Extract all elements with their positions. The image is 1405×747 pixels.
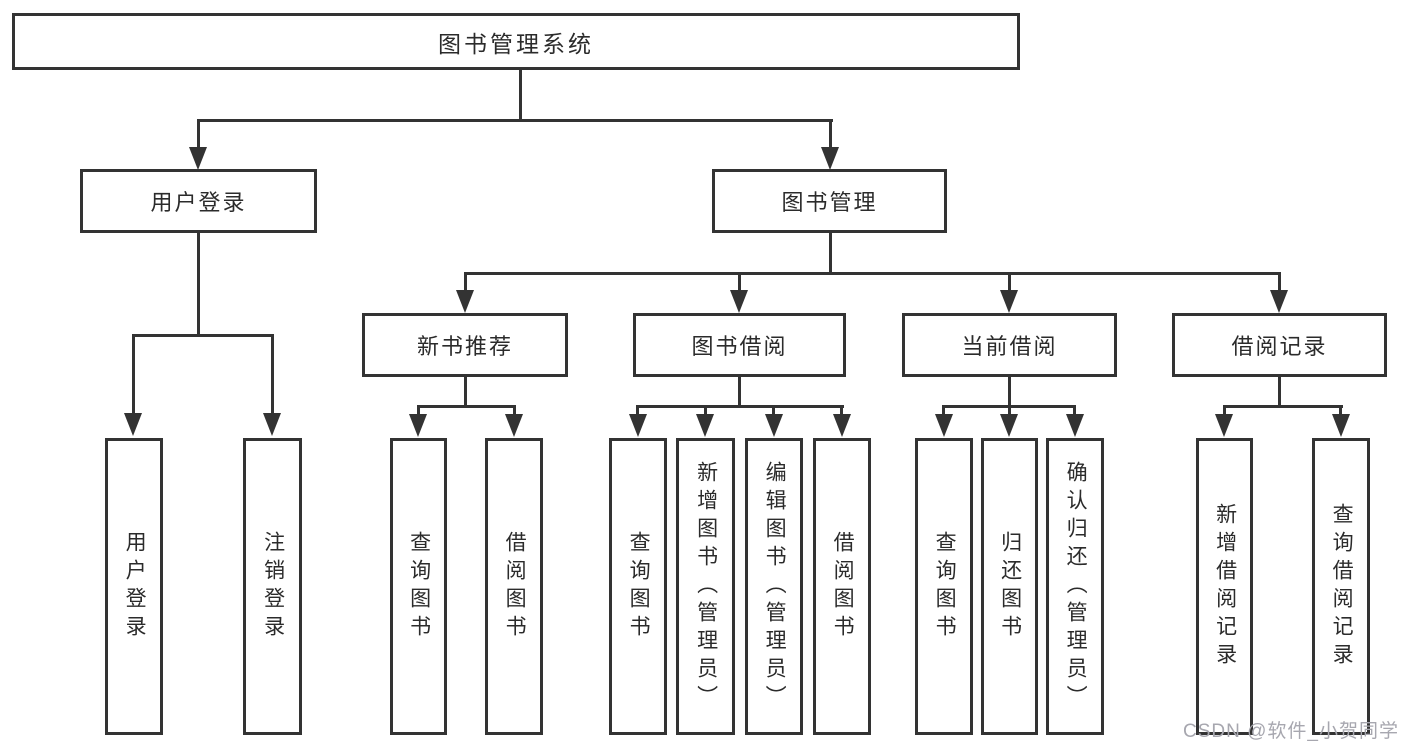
leaf-user-login: 用户登录 [105, 438, 163, 735]
csdn-watermark: CSDN @软件_小贺同学 [1183, 721, 1399, 742]
connector-stem [1278, 377, 1281, 408]
node-label: 查询图书 [407, 530, 431, 643]
arrow-down-icon [1215, 414, 1233, 437]
arrow-down-icon [1332, 414, 1350, 437]
arrow-down-icon [1000, 290, 1018, 313]
node-label: 图书管理 [781, 190, 878, 215]
node-label: 图书借阅 [691, 334, 788, 359]
arrow-down-icon [124, 413, 142, 436]
arrow-down-icon [456, 290, 474, 313]
leaf-return-books: 归还图书 [981, 438, 1038, 735]
leaf-logout: 注销登录 [243, 438, 302, 735]
arrow-down-icon [833, 414, 851, 437]
connector-drop [513, 405, 516, 415]
node-label: 归还图书 [998, 530, 1022, 643]
leaf-query-books-recommend: 查询图书 [390, 438, 447, 735]
arrow-down-icon [730, 290, 748, 313]
connector-drop [132, 334, 135, 414]
node-label: 借阅图书 [831, 530, 855, 643]
connector-drop [1008, 272, 1011, 292]
arrow-down-icon [1270, 290, 1288, 313]
arrow-down-icon [1000, 414, 1018, 437]
connector-book-mgmt-hbar [465, 272, 1281, 275]
connector-drop [772, 405, 775, 415]
node-label: 借阅图书 [503, 530, 527, 643]
node-label: 当前借阅 [961, 334, 1058, 359]
connector-drop [1008, 405, 1011, 415]
leaf-add-book-admin: 新增图书（管理员） [676, 438, 735, 735]
connector-l1-hbar [197, 119, 833, 122]
leaf-add-borrow-record: 新增借阅记录 [1196, 438, 1253, 735]
leaf-borrow-books-borrowing: 借阅图书 [813, 438, 871, 735]
connector-book-mgmt-stem [829, 233, 832, 274]
connector-drop [464, 272, 467, 292]
node-borrowing-records: 借阅记录 [1172, 313, 1387, 377]
node-label: 查询图书 [627, 530, 651, 643]
node-label: 编辑图书（管理员） [763, 460, 787, 713]
leaf-query-books-borrowing: 查询图书 [609, 438, 667, 735]
connector-drop [942, 405, 945, 415]
node-library-system: 图书管理系统 [12, 13, 1020, 70]
connector-root-stem [519, 70, 522, 120]
node-book-borrowing: 图书借阅 [633, 313, 846, 377]
connector-drop [417, 405, 420, 415]
arrow-down-icon [629, 414, 647, 437]
node-label: 借阅记录 [1231, 334, 1328, 359]
node-book-management: 图书管理 [712, 169, 947, 233]
connector-drop [840, 405, 843, 415]
connector-hbar [636, 405, 844, 408]
node-label: 新增图书（管理员） [694, 460, 718, 713]
node-current-borrowing: 当前借阅 [902, 313, 1117, 377]
connector-stem [1008, 377, 1011, 408]
connector-drop [704, 405, 707, 415]
node-new-book-recommend: 新书推荐 [362, 313, 568, 377]
node-label: 用户登录 [150, 190, 247, 215]
connector-user-login-stem [197, 233, 200, 337]
arrow-down-icon [765, 414, 783, 437]
connector-drop [1223, 405, 1226, 415]
connector-hbar [1223, 405, 1343, 408]
connector-stem [464, 377, 467, 408]
connector-hbar [417, 405, 516, 408]
connector-drop [636, 405, 639, 415]
node-label: 新增借阅记录 [1213, 502, 1237, 671]
connector-l1-drop-left [197, 119, 200, 150]
arrow-down-icon [935, 414, 953, 437]
connector-drop [1073, 405, 1076, 415]
arrow-down-icon [189, 147, 207, 170]
leaf-edit-book-admin: 编辑图书（管理员） [745, 438, 803, 735]
arrow-down-icon [1066, 414, 1084, 437]
leaf-query-borrow-record: 查询借阅记录 [1312, 438, 1370, 735]
node-user-login: 用户登录 [80, 169, 317, 233]
node-label: 新书推荐 [416, 334, 513, 359]
leaf-query-books-current: 查询图书 [915, 438, 973, 735]
connector-user-login-hbar [132, 334, 274, 337]
connector-drop [271, 334, 274, 414]
connector-drop [1339, 405, 1342, 415]
arrow-down-icon [821, 147, 839, 170]
connector-stem [738, 377, 741, 408]
leaf-confirm-return-admin: 确认归还（管理员） [1046, 438, 1104, 735]
node-label: 查询图书 [933, 530, 957, 643]
node-label: 图书管理系统 [438, 30, 594, 57]
arrow-down-icon [505, 414, 523, 437]
node-label: 注销登录 [261, 530, 285, 643]
connector-drop [738, 272, 741, 292]
leaf-borrow-books-recommend: 借阅图书 [485, 438, 543, 735]
connector-l1-drop-right [829, 119, 832, 150]
connector-drop [1278, 272, 1281, 292]
arrow-down-icon [696, 414, 714, 437]
node-label: 查询借阅记录 [1330, 502, 1354, 671]
node-label: 用户登录 [123, 530, 147, 643]
arrow-down-icon [409, 414, 427, 437]
node-label: 确认归还（管理员） [1064, 460, 1088, 713]
arrow-down-icon [263, 413, 281, 436]
